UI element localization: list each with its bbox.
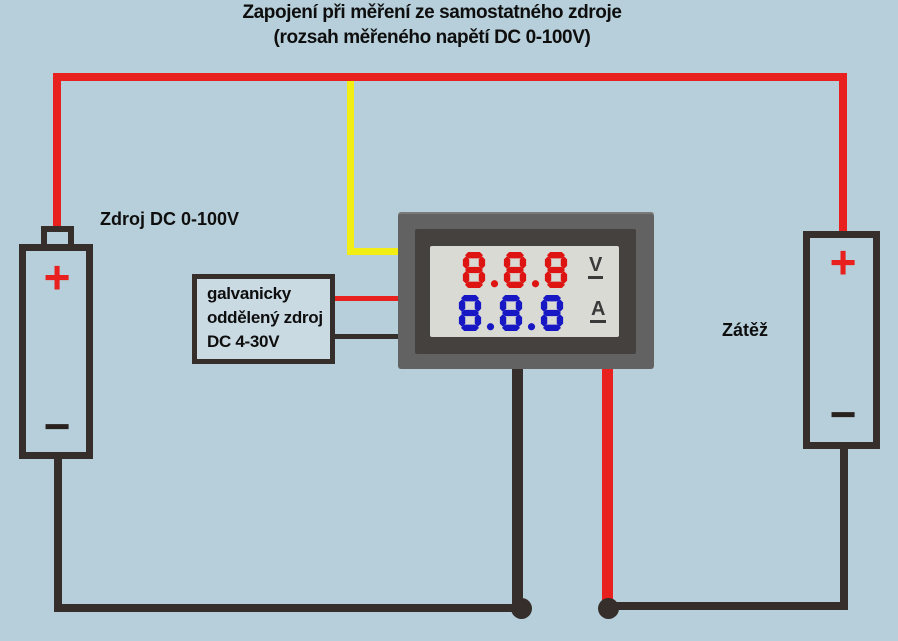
isolated-supply-box: galvanicky oddělený zdroj DC 4-30V [192, 274, 335, 364]
seven-segment-digit-8 [458, 295, 482, 331]
source-battery-cap [41, 226, 74, 246]
wire-meter-red-probe [602, 368, 613, 606]
ammeter-reading [457, 295, 565, 331]
seven-segment-digit-8 [499, 295, 523, 331]
isolated-supply-line-2: oddělený zdroj [207, 308, 323, 327]
wire-supply-black [333, 334, 401, 339]
wire-black-bottom-left [54, 604, 523, 612]
wire-red-right-vertical [839, 73, 847, 236]
load-battery-label: Zátěž [722, 320, 769, 340]
title-line-1: Zapojení při měření ze samostatného zdro… [242, 2, 622, 23]
wire-meter-black-probe [512, 368, 523, 610]
load-battery [803, 231, 880, 449]
decimal-point [490, 280, 499, 288]
voltmeter-unit: V [588, 254, 604, 279]
seven-segment-digit-8 [540, 295, 564, 331]
isolated-supply-line-1: galvanicky [207, 284, 291, 303]
load-minus-symbol: − [829, 388, 857, 441]
panel-meter-display: V A [430, 246, 619, 337]
wire-yellow-vertical [347, 81, 354, 255]
wire-red-left-vertical [53, 73, 61, 230]
isolated-supply-line-3: DC 4-30V [207, 332, 280, 351]
seven-segment-digit-8 [503, 252, 527, 288]
decimal-point [527, 323, 536, 331]
wire-red-top-horizontal [53, 73, 847, 81]
junction-dot-left [511, 598, 532, 619]
source-battery [19, 244, 93, 459]
decimal-point [531, 280, 540, 288]
seven-segment-digit-8 [462, 252, 486, 288]
wire-black-source-down [54, 452, 62, 612]
wire-black-bottom-right [606, 602, 848, 610]
title-line-2: (rozsah měřeného napětí DC 0-100V) [273, 27, 591, 48]
voltmeter-reading [461, 252, 569, 288]
decimal-point [486, 323, 495, 331]
seven-segment-digit-8 [544, 252, 568, 288]
wire-supply-red [333, 296, 401, 301]
source-battery-label: Zdroj DC 0-100V [100, 209, 240, 229]
diagram-title: Zapojení při měření ze samostatného zdro… [0, 0, 864, 50]
source-plus-symbol: + [43, 251, 71, 304]
wire-black-load-down [840, 445, 848, 610]
ammeter-unit: A [590, 298, 607, 323]
source-minus-symbol: − [43, 400, 71, 453]
load-plus-symbol: + [829, 236, 857, 289]
wire-yellow-horizontal [347, 248, 401, 255]
